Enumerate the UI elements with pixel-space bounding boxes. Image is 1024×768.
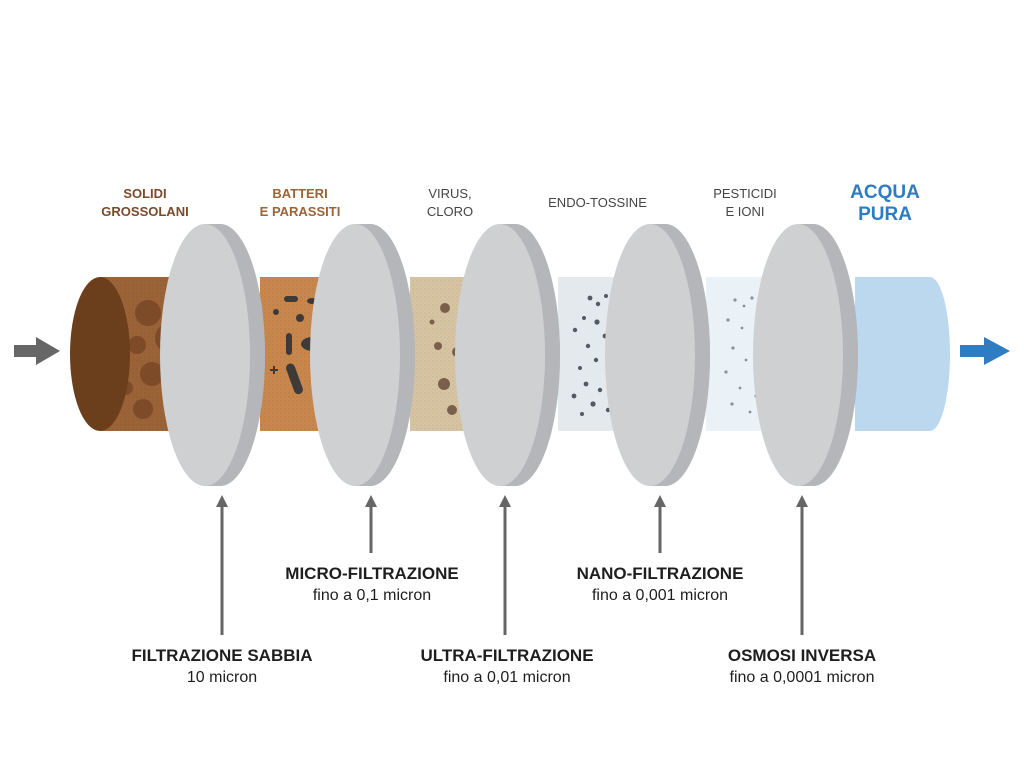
pointer-sabbia xyxy=(216,495,228,635)
inflow-arrow-icon xyxy=(14,337,60,365)
filter-disc-micro xyxy=(310,224,415,486)
filter-disc-osmosi xyxy=(753,224,858,486)
pointer-micro xyxy=(365,495,377,553)
pointer-nano xyxy=(654,495,666,553)
label-virus-cloro: VIRUS,CLORO xyxy=(426,186,474,219)
outflow-arrow-icon xyxy=(960,337,1010,365)
filter-disc-ultra xyxy=(455,224,560,486)
pointer-ultra xyxy=(499,495,511,635)
label-endo-tossine: ENDO-TOSSINE xyxy=(548,195,647,210)
filter-disc-nano xyxy=(605,224,710,486)
filter-disc-sabbia xyxy=(160,224,265,486)
pointer-osmosi xyxy=(796,495,808,635)
segment-acqua-pura xyxy=(855,277,950,431)
